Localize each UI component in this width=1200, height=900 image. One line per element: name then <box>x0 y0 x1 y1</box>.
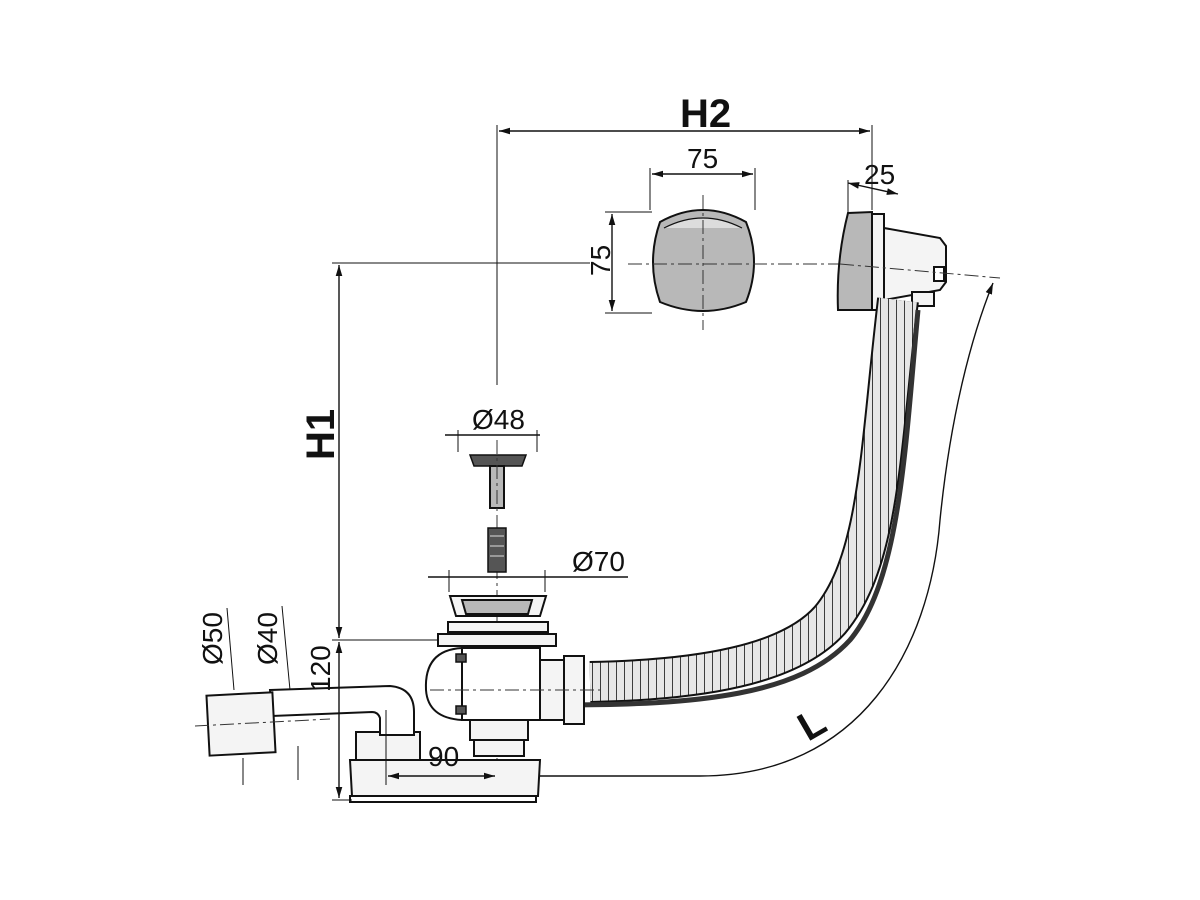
overflow-cover-front: 75 75 <box>585 143 840 330</box>
l-label: L <box>791 699 834 749</box>
flexible-hose <box>559 297 921 708</box>
dimension-h1: H1 <box>299 262 590 641</box>
overflow-depth-label: 25 <box>864 159 895 190</box>
trap-offset-label: 90 <box>428 741 459 772</box>
h2-label: H2 <box>680 92 731 136</box>
overflow-height-label: 75 <box>585 245 616 276</box>
pop-up-plug: Ø48 <box>445 404 540 800</box>
waste-fitting: Ø70 <box>428 546 628 647</box>
overflow-side: 25 <box>836 159 1001 311</box>
plug-diameter-label: Ø48 <box>472 404 525 435</box>
waste-diameter-label: Ø70 <box>572 546 625 577</box>
trap-dimensions: 120 90 <box>305 642 495 801</box>
dimension-h2: H2 <box>496 92 873 385</box>
outlet-inner-label: Ø40 <box>252 612 283 665</box>
overflow-width-label: 75 <box>687 143 718 174</box>
outlet-outer-label: Ø50 <box>197 612 228 665</box>
h1-label: H1 <box>299 409 343 460</box>
trap-height-label: 120 <box>305 645 336 692</box>
